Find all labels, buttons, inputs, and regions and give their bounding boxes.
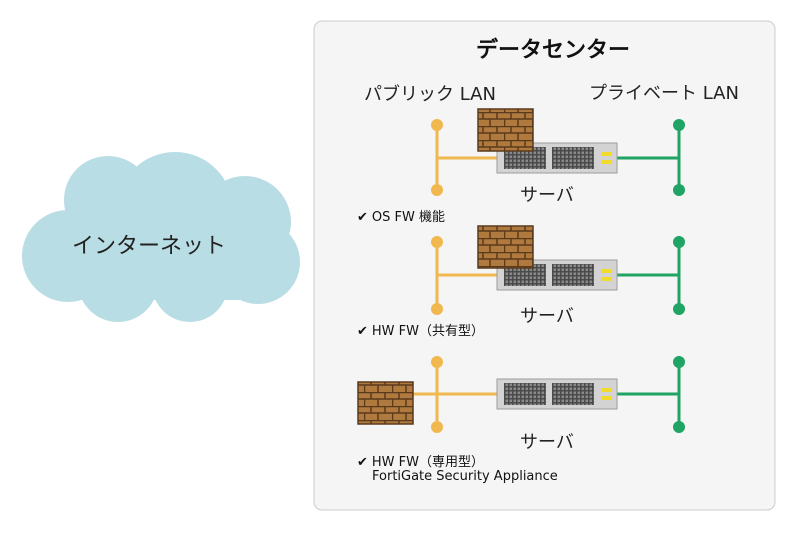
note-text: OS FW 機能: [371, 210, 445, 225]
public-lan-node: [431, 119, 443, 131]
datacenter-title: データセンター: [476, 38, 631, 63]
public-lan-node: [431, 303, 443, 315]
server-label: サーバ: [520, 306, 574, 327]
firewall-type-note: ✔OS FW 機能: [357, 206, 445, 225]
public-lan-label: パブリック LAN: [364, 84, 496, 105]
firewall-icon: [477, 108, 534, 152]
private-lan-node: [673, 303, 685, 315]
firewall-type-note: ✔HW FW（共有型）: [357, 320, 484, 339]
server-label: サーバ: [520, 432, 574, 453]
firewall-icon: [357, 381, 414, 425]
public-lan-node: [431, 356, 443, 368]
check-icon: ✔: [357, 210, 368, 225]
public-lan-node: [431, 421, 443, 433]
firewall-product-note: FortiGate Security Appliance: [372, 469, 558, 484]
public-lan-node: [431, 184, 443, 196]
check-icon: ✔: [357, 455, 368, 470]
note-text: HW FW（専用型）: [371, 455, 484, 470]
note-text: HW FW（共有型）: [371, 324, 484, 339]
public-lan-node: [431, 236, 443, 248]
server-label: サーバ: [520, 185, 574, 206]
firewall-icon: [477, 225, 534, 269]
private-lan-node: [673, 119, 685, 131]
internet-cloud: [22, 152, 300, 322]
private-lan-node: [673, 356, 685, 368]
row-1-network: [431, 108, 685, 196]
private-lan-node: [673, 421, 685, 433]
private-lan-label: プライベート LAN: [589, 83, 739, 104]
row-3-network: [357, 356, 685, 433]
private-lan-node: [673, 184, 685, 196]
row-2-network: [431, 225, 685, 315]
check-icon: ✔: [357, 324, 368, 339]
server-icon: [496, 378, 618, 410]
firewall-type-note: ✔HW FW（専用型）: [357, 451, 484, 470]
private-lan-node: [673, 236, 685, 248]
internet-label: インターネット: [72, 234, 227, 259]
